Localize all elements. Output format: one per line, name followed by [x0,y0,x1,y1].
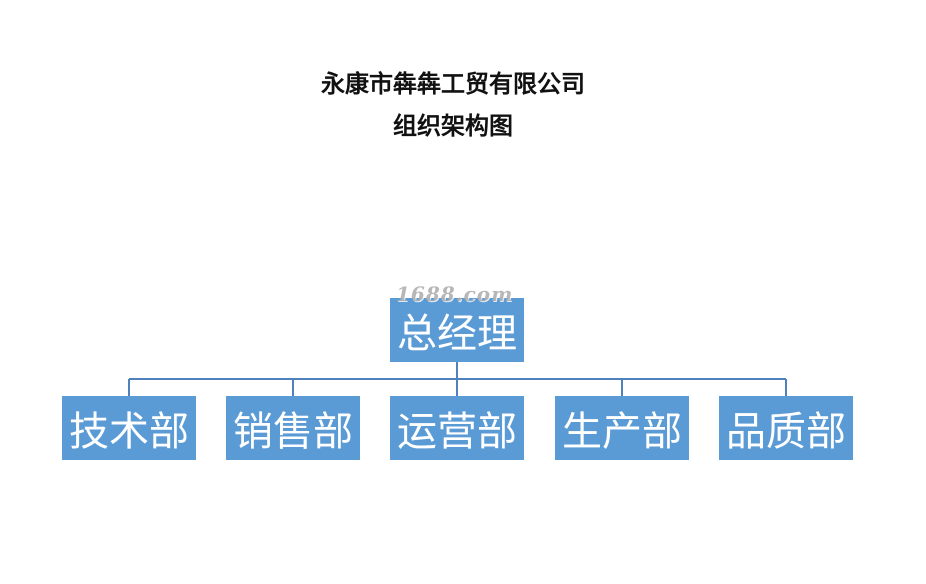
child-node-tech-dept: 技术部 [62,396,196,460]
company-title: 永康市犇犇工贸有限公司 [321,70,585,98]
root-node-general-manager: 总经理 [390,298,524,362]
child-node-quality-dept: 品质部 [719,396,853,460]
child-node-production-dept: 生产部 [555,396,689,460]
chart-title: 组织架构图 [393,112,513,140]
child-node-operations-dept: 运营部 [390,396,524,460]
child-node-sales-dept: 销售部 [226,396,360,460]
